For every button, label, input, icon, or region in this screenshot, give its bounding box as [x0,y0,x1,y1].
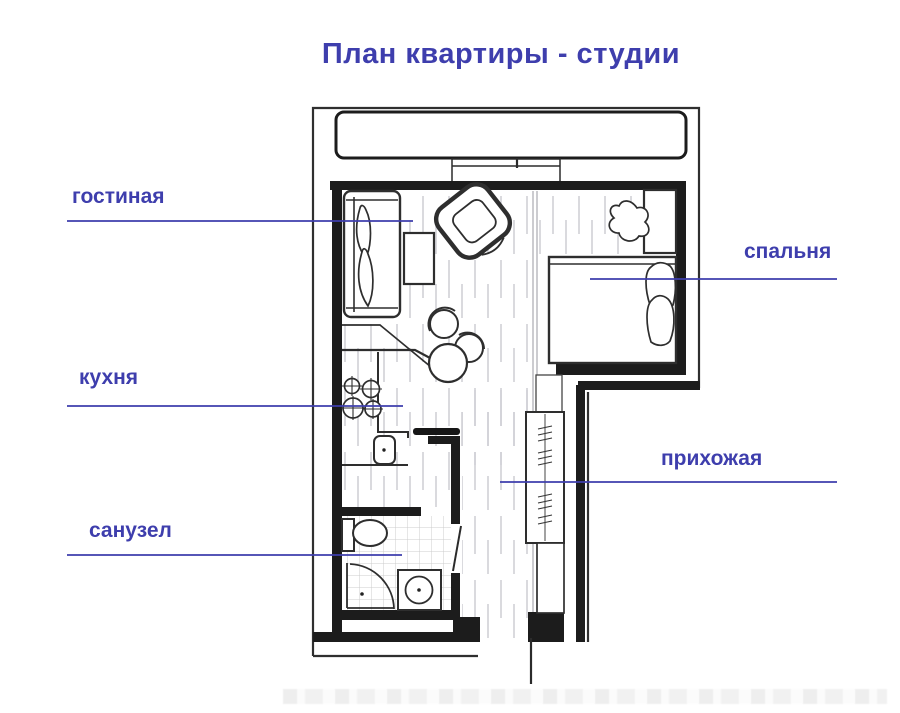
desk-chair [608,200,650,242]
duct-column [535,374,563,413]
armchair [433,182,513,260]
desk [642,188,678,255]
label-bathroom: санузел [89,519,172,542]
label-bedroom: спальня [744,240,832,263]
label-kitchen: кухня [79,366,139,389]
chair [429,309,459,339]
bathroom-door [452,525,462,572]
hanger-marks [537,425,553,525]
blanket [646,294,675,347]
corner-shower [346,563,395,610]
cooker-hood [413,428,460,435]
sofa-pillow [357,248,374,308]
label-living-room: гостиная [72,185,165,208]
dining-set [427,306,485,384]
leader-lines [67,220,837,556]
balcony [334,110,688,160]
window [451,158,561,181]
walls [313,181,700,642]
coffee-table [402,231,436,286]
shoe-cabinet [536,542,565,614]
outer-contour [311,106,701,658]
bed [547,255,678,365]
dining-table [427,342,469,384]
wardrobe [525,411,565,544]
chair-back [427,306,456,332]
toilet [341,518,388,552]
toilet-bowl [352,519,388,547]
stove [341,376,383,420]
sofa-pillow [355,204,372,260]
page-title: План квартиры - студии [321,38,681,70]
label-hallway: прихожая [661,447,763,470]
sink [373,435,396,465]
sofa [342,189,402,319]
watermark-strip [283,689,887,704]
washing-machine [397,569,442,611]
